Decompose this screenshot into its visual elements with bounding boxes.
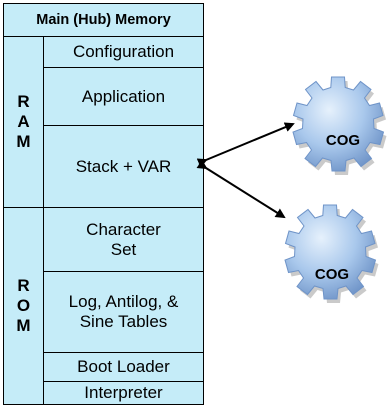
- ram-stack-var-text: Stack + VAR: [75, 156, 172, 176]
- ram-label: R A M: [3, 36, 44, 208]
- rom-letter-r: R: [17, 276, 30, 295]
- cog-icon-bottom: COG: [284, 204, 379, 303]
- ram-configuration: Configuration: [43, 36, 204, 68]
- ram-application: Application: [43, 67, 204, 126]
- rom-interpreter: Interpreter: [43, 381, 204, 405]
- rom-boot-loader: Boot Loader: [43, 352, 204, 382]
- rom-tables-line2: Sine Tables: [79, 312, 168, 331]
- ram-configuration-text: Configuration: [72, 42, 175, 61]
- cog-label-bottom: COG: [315, 266, 349, 283]
- rom-label: R O M: [3, 207, 44, 405]
- cog-icon-top: COG: [292, 76, 387, 175]
- rom-boot-loader-text: Boot Loader: [77, 357, 170, 376]
- ram-letter-r: R: [17, 92, 30, 111]
- ram-stack-var: Stack + VAR: [43, 125, 204, 208]
- ram-letter-a: A: [17, 112, 30, 131]
- arrow-to-bottom-cog: [196, 159, 286, 219]
- rom-letter-o: O: [16, 296, 31, 315]
- rom-character-set: Character Set: [43, 207, 204, 272]
- rom-letter-m: M: [16, 316, 31, 335]
- ram-letter-m: M: [16, 132, 31, 151]
- rom-character-set-line1: Character: [86, 219, 161, 239]
- memory-title: Main (Hub) Memory: [3, 3, 204, 37]
- rom-log-antilog-sine-tables: Log, Antilog, & Sine Tables: [43, 271, 204, 353]
- arrow-to-top-cog: [196, 122, 295, 168]
- rom-interpreter-text: Interpreter: [84, 383, 163, 402]
- rom-character-set-line2: Set: [110, 239, 137, 259]
- memory-title-text: Main (Hub) Memory: [36, 12, 171, 28]
- ram-application-text: Application: [81, 86, 166, 106]
- rom-tables-line1: Log, Antilog, &: [68, 292, 179, 311]
- cog-label-top: COG: [326, 132, 360, 149]
